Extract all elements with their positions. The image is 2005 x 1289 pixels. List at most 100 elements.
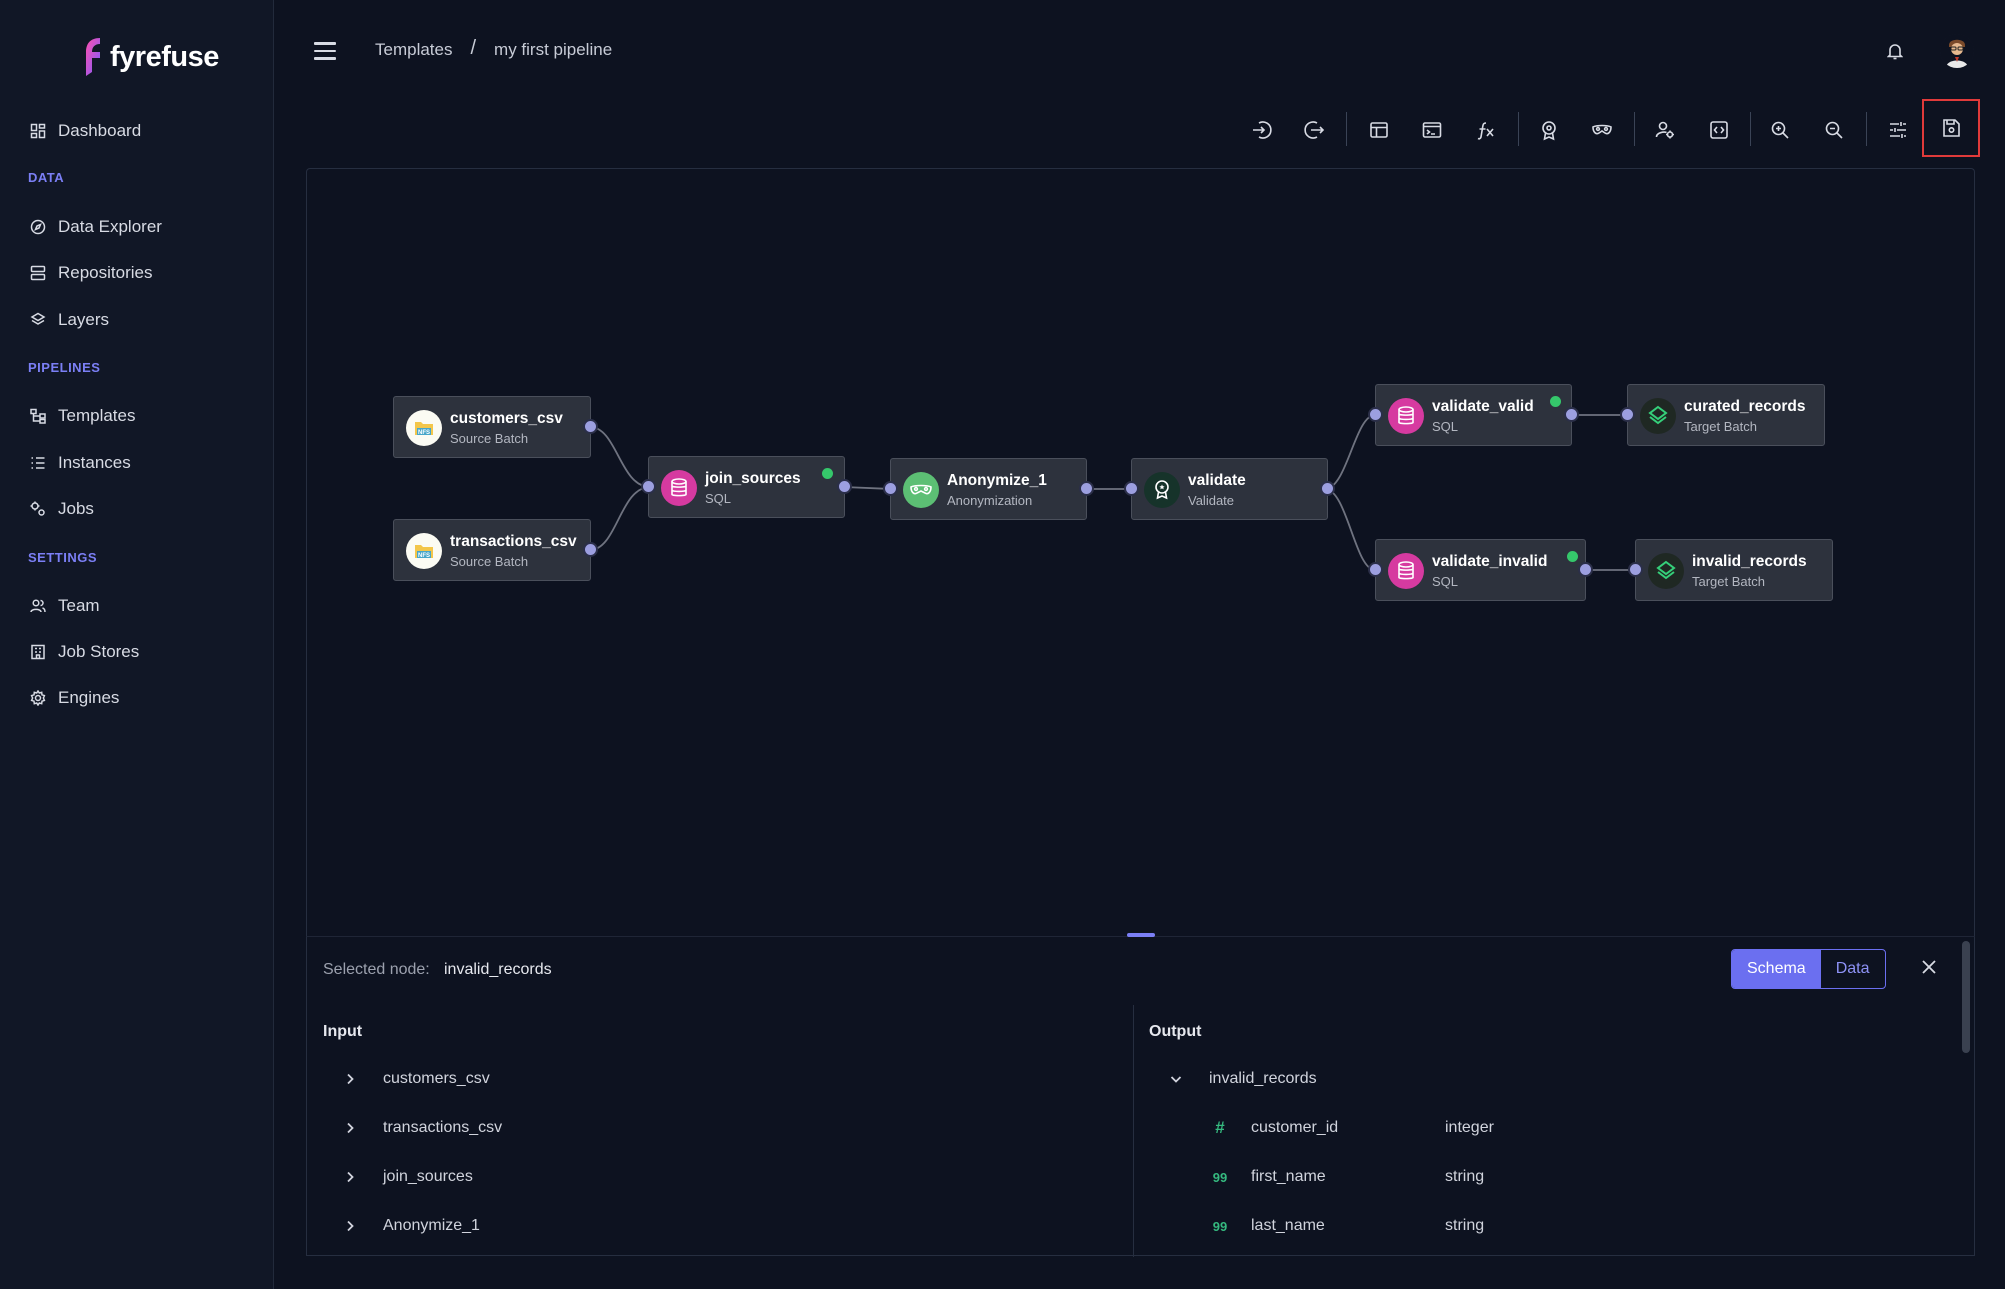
function-button[interactable] — [1464, 108, 1508, 152]
quote-icon: 99 — [1212, 1169, 1228, 1185]
toolbar-divider — [1750, 112, 1751, 146]
database-icon — [1388, 553, 1424, 589]
schema-field-row: 99 first_name string — [1211, 1165, 1484, 1189]
input-port[interactable] — [1628, 562, 1643, 577]
zoom-in-button[interactable] — [1758, 108, 1802, 152]
node-title: curated_records — [1684, 398, 1806, 415]
node-validate-invalid[interactable]: validate_invalid SQL — [1368, 539, 1593, 601]
mask-node-icon — [903, 472, 939, 508]
node-curated-records[interactable]: curated_records Target Batch — [1620, 384, 1825, 446]
input-item[interactable]: transactions_csv — [343, 1116, 502, 1140]
input-port[interactable] — [641, 479, 656, 494]
input-item-label: customers_csv — [383, 1070, 490, 1087]
quote-icon: 99 — [1212, 1218, 1228, 1234]
input-port[interactable] — [1368, 562, 1383, 577]
output-port[interactable] — [1578, 562, 1593, 577]
user-settings-icon — [1655, 121, 1674, 139]
tab-schema[interactable]: Schema — [1732, 950, 1821, 988]
user-settings-button[interactable] — [1643, 108, 1687, 152]
avatar[interactable] — [1940, 34, 1974, 68]
node-anonymize-1[interactable]: Anonymize_1 Anonymization — [883, 458, 1094, 520]
sidebar-item-team[interactable]: Team — [30, 593, 100, 619]
terminal-icon — [1422, 122, 1442, 138]
import-button[interactable] — [1240, 108, 1284, 152]
sidebar-item-templates[interactable]: Templates — [30, 403, 135, 429]
sidebar-item-repositories[interactable]: Repositories — [30, 260, 153, 286]
input-item[interactable]: join_sources — [343, 1165, 473, 1189]
toolbar-divider — [1518, 112, 1519, 146]
input-title: Input — [323, 1023, 363, 1040]
sidebar-item-data-explorer[interactable]: Data Explorer — [30, 214, 162, 240]
breadcrumb-templates[interactable]: Templates — [375, 40, 453, 59]
sidebar-item-jobs[interactable]: Jobs — [30, 496, 94, 522]
output-port[interactable] — [583, 419, 598, 434]
close-icon[interactable] — [1917, 955, 1941, 979]
node-join-sources[interactable]: join_sources SQL — [641, 456, 852, 518]
pipeline-canvas[interactable]: NFS customers_csv Source Batch NFS trans… — [306, 168, 1975, 936]
code-button[interactable] — [1697, 108, 1741, 152]
team-icon — [30, 599, 46, 613]
selected-node-value: invalid_records — [444, 961, 552, 978]
zoom-out-button[interactable] — [1812, 108, 1856, 152]
input-item-label: Anonymize_1 — [383, 1217, 480, 1234]
database-icon — [661, 470, 697, 506]
save-button[interactable] — [1922, 99, 1980, 157]
status-dot — [822, 468, 833, 479]
export-button[interactable] — [1292, 108, 1336, 152]
menu-icon[interactable] — [314, 42, 336, 60]
sidebar-item-label: Jobs — [58, 499, 94, 518]
breadcrumb-separator: / — [470, 37, 477, 59]
node-customers-csv[interactable]: NFS customers_csv Source Batch — [393, 396, 598, 458]
node-subtitle: SQL — [705, 491, 732, 506]
tab-data[interactable]: Data — [1821, 950, 1885, 988]
logo[interactable]: fyrefuse — [80, 36, 219, 78]
chevron-right-icon — [347, 1171, 354, 1183]
mask-button[interactable] — [1580, 108, 1624, 152]
sidebar-item-label: Repositories — [58, 263, 153, 282]
field-name: last_name — [1251, 1217, 1325, 1234]
sidebar-item-job-stores[interactable]: Job Stores — [30, 639, 139, 665]
field-name: first_name — [1251, 1168, 1326, 1185]
input-port[interactable] — [883, 481, 898, 496]
section-settings: SETTINGS — [28, 550, 98, 565]
output-port[interactable] — [1564, 407, 1579, 422]
node-invalid-records[interactable]: invalid_records Target Batch — [1628, 539, 1833, 601]
panel-resize-handle[interactable] — [1127, 933, 1155, 937]
input-port[interactable] — [1124, 481, 1139, 496]
output-port[interactable] — [583, 542, 598, 557]
output-item-label: invalid_records — [1209, 1070, 1317, 1087]
bell-icon[interactable] — [1887, 42, 1903, 60]
sidebar-item-label: Data Explorer — [58, 217, 162, 236]
chevron-right-icon — [347, 1073, 354, 1085]
output-port[interactable] — [1079, 481, 1094, 496]
code-icon — [1710, 121, 1728, 139]
terminal-button[interactable] — [1410, 108, 1454, 152]
sliders-button[interactable] — [1876, 108, 1920, 152]
input-item[interactable]: Anonymize_1 — [343, 1214, 480, 1238]
section-pipelines: PIPELINES — [28, 360, 101, 375]
output-port[interactable] — [837, 479, 852, 494]
input-port[interactable] — [1620, 407, 1635, 422]
badge-button[interactable] — [1527, 108, 1571, 152]
sidebar-item-engines[interactable]: Engines — [30, 685, 119, 711]
sidebar-item-instances[interactable]: Instances — [30, 450, 131, 476]
input-port[interactable] — [1368, 407, 1383, 422]
target-layers-icon — [1640, 398, 1676, 434]
field-type: string — [1445, 1168, 1485, 1185]
selected-node-label: Selected node: — [323, 961, 430, 978]
input-item[interactable]: customers_csv — [343, 1067, 490, 1091]
node-title: Anonymize_1 — [947, 472, 1047, 489]
sidebar-item-dashboard[interactable]: Dashboard — [30, 118, 141, 144]
panel-scrollbar[interactable] — [1962, 941, 1970, 1053]
node-validate-valid[interactable]: validate_valid SQL — [1368, 384, 1579, 446]
node-transactions-csv[interactable]: NFS transactions_csv Source Batch — [393, 519, 598, 581]
target-layers-icon — [1648, 553, 1684, 589]
breadcrumb-current: my first pipeline — [494, 40, 613, 59]
output-item[interactable]: invalid_records — [1169, 1067, 1317, 1091]
compass-icon — [30, 219, 46, 235]
node-validate[interactable]: validate Validate — [1124, 458, 1335, 520]
output-port[interactable] — [1320, 481, 1335, 496]
sidebar-item-layers[interactable]: Layers — [30, 307, 109, 333]
table-button[interactable] — [1357, 108, 1401, 152]
field-type: string — [1445, 1217, 1485, 1234]
